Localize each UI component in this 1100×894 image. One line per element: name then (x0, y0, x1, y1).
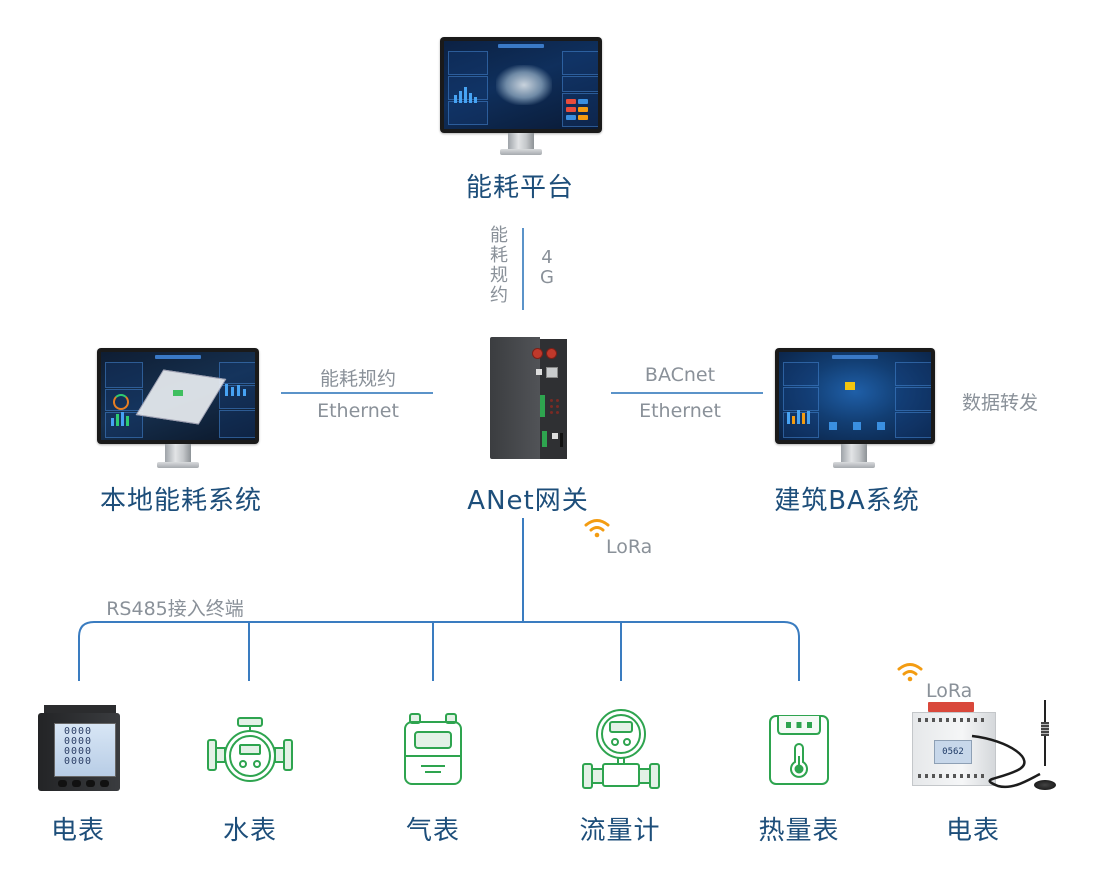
local-energy-system-label: 本地能耗系统 (99, 486, 263, 516)
building-ba-system-monitor (775, 348, 937, 472)
dashboard-screen (101, 352, 255, 440)
terminal-label: 流量计 (579, 816, 661, 846)
rs485-bus-connector (78, 621, 800, 681)
building-ba-system-label: 建筑BA系统 (774, 486, 920, 516)
dashboard-screen (779, 352, 931, 440)
gas-meter-icon (404, 713, 462, 785)
local-energy-system-monitor (97, 348, 259, 472)
din-rail-power-meter-with-antenna-icon: 0562 (908, 700, 1068, 795)
rs485-bus-label: RS485接入终端 (106, 598, 244, 620)
flow-meter-icon (582, 709, 660, 789)
left-link-protocol-label: 能耗规约 (319, 368, 397, 390)
heat-meter-icon (769, 715, 829, 785)
left-link-connector (281, 392, 433, 394)
energy-platform-monitor (440, 37, 602, 159)
terminal-label: 气表 (405, 816, 461, 846)
terminal-label: 电表 (50, 816, 106, 846)
terminal-label: 热量表 (758, 816, 840, 846)
wifi-signal-icon (584, 519, 610, 538)
uplink-connector (522, 228, 524, 310)
gateway-to-bus-connector (522, 518, 524, 622)
terminal-label: 水表 (222, 816, 278, 846)
gateway-lora-label: LoRa (606, 536, 653, 558)
wireless-meter-label: 电表 (945, 816, 1001, 846)
energy-platform-label: 能耗平台 (465, 173, 575, 203)
left-link-network-label: Ethernet (317, 400, 399, 422)
anet-gateway-device (490, 337, 570, 462)
right-link-protocol-label: BACnet (644, 364, 716, 386)
anet-gateway-label: ANet网关 (467, 486, 589, 516)
right-link-network-label: Ethernet (639, 400, 721, 422)
right-link-connector (611, 392, 763, 394)
uplink-network-label: 4G (540, 247, 554, 288)
wireless-meter-lora-label: LoRa (926, 680, 973, 702)
uplink-protocol-label: 能耗规约 (490, 225, 508, 306)
water-meter-icon (207, 717, 293, 782)
data-forwarding-note: 数据转发 (961, 392, 1039, 414)
dashboard-screen (444, 41, 598, 129)
wifi-signal-icon (897, 663, 923, 682)
